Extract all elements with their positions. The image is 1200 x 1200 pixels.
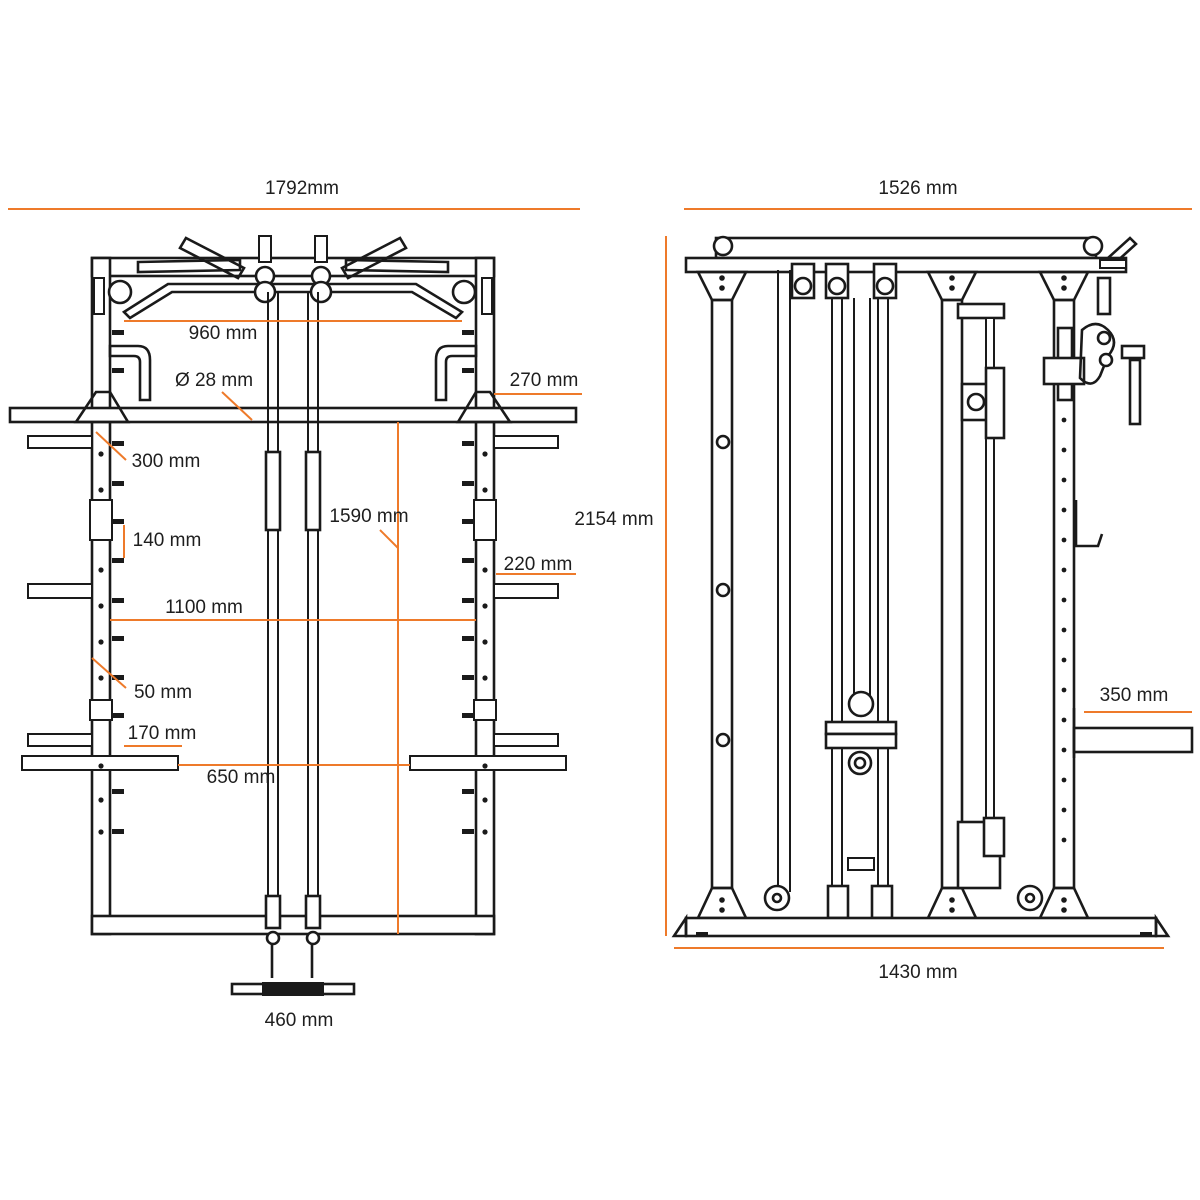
overall-width-label: 1792mm: [265, 178, 339, 199]
side-base-width-label: 1430 mm: [878, 962, 957, 983]
handle-width-label: 460 mm: [265, 1010, 334, 1031]
bar-diameter-label: Ø 28 mm: [175, 370, 253, 391]
pullup-handles: [107, 235, 477, 320]
hole-step-label: 50 mm: [134, 682, 192, 703]
hook-spacing-label: 300 mm: [132, 451, 201, 472]
pulley-bar-width-label: 960 mm: [189, 323, 258, 344]
inner-height-label: 1590 mm: [329, 506, 408, 527]
hook-pins: [112, 330, 474, 834]
left-column-holes: [98, 451, 104, 835]
side-overall-width-label: 1526 mm: [878, 178, 957, 199]
side-overall-height-label: 2154 mm: [574, 509, 653, 530]
side-dimensions: [665, 208, 1192, 949]
gusset-holes: [719, 275, 1067, 913]
hole-gap-label: 140 mm: [133, 530, 202, 551]
front-view: 1792mm 960 mm Ø 28 mm 270 mm 300 mm 140 …: [8, 178, 582, 1031]
side-column-holes: [1061, 417, 1067, 843]
safety-spacing-label: 650 mm: [207, 767, 276, 788]
safety-arm-label: 170 mm: [128, 723, 197, 744]
side-view: 1526 mm 2154 mm 1430 mm 350 mm: [574, 178, 1194, 983]
side-arm-label: 220 mm: [504, 554, 573, 575]
right-column-holes: [482, 451, 488, 835]
front-dimensions: [8, 208, 582, 934]
inner-width-label: 1100 mm: [165, 597, 243, 618]
side-arm-length-label: 350 mm: [1100, 685, 1169, 706]
top-depth-label: 270 mm: [510, 370, 579, 391]
